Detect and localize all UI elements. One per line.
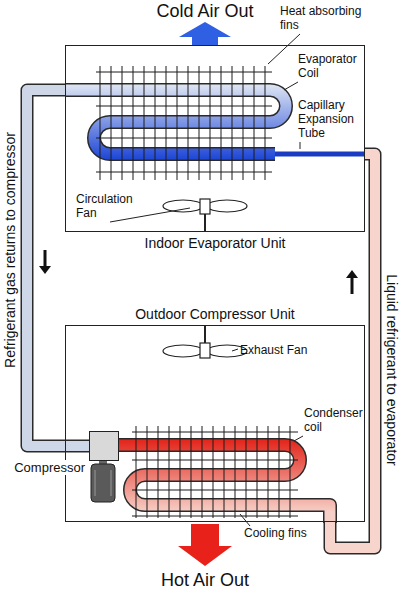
refrigerant-pipe xyxy=(27,90,89,446)
exhaust-fan xyxy=(163,325,247,358)
evaporator-fins xyxy=(96,66,272,180)
evaporator-coil-outline xyxy=(65,90,286,154)
hot-air-arrow xyxy=(178,524,232,566)
pipe-label: Liquid refrigerant to evaporator xyxy=(384,274,400,465)
compressor-motor xyxy=(91,458,115,502)
capillary-tube xyxy=(275,152,366,157)
part-label: Hot Air Out xyxy=(110,570,300,591)
unit-label: Compressor xyxy=(13,460,86,475)
cooling-fins xyxy=(132,426,298,518)
leader-lines xyxy=(110,34,303,526)
part-label: Condenser coil xyxy=(304,406,366,434)
unit-label: Outdoor Compressor Unit xyxy=(135,306,295,322)
unit-label: Indoor Evaporator Unit xyxy=(145,235,286,251)
part-label: Exhaust Fan xyxy=(240,343,330,357)
circulation-fan xyxy=(163,199,247,232)
pipe-label: Refrigerant gas returns to compressor xyxy=(2,132,18,368)
part-label: Heat absorbing fins xyxy=(280,4,380,32)
flow-arrowhead xyxy=(346,270,358,278)
condenser-coil-outline xyxy=(112,445,330,523)
part-label: Circulation Fan xyxy=(76,192,146,220)
flow-arrowhead xyxy=(39,266,51,274)
evaporator-coil xyxy=(65,90,286,154)
cold-air-arrow xyxy=(179,22,231,45)
condenser-coil xyxy=(112,445,330,523)
part-label: Cold Air Out xyxy=(110,1,300,22)
part-label: Evaporator Coil xyxy=(298,52,364,80)
refrigerant-pipe xyxy=(330,154,375,548)
part-label: Cooling fins xyxy=(244,526,324,540)
compressor-box: Compressor xyxy=(89,431,119,461)
part-label: Capillary Expansion Tube xyxy=(298,98,364,140)
